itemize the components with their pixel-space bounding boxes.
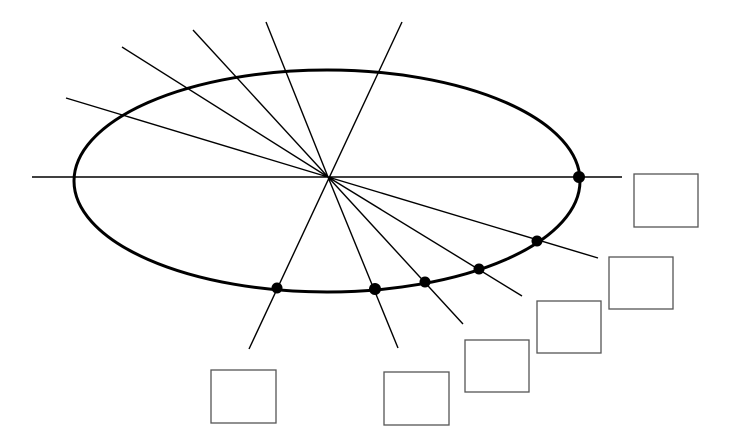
ray-upper-mid-left (192, 29, 329, 178)
label-box-lower-middle (383, 371, 450, 426)
ray-upper-near-vertical (265, 21, 329, 178)
point-lower-right-1 (531, 235, 543, 247)
ray-through-point-4 (327, 176, 523, 297)
point-lower-middle (369, 283, 381, 295)
label-box-axis-right (633, 173, 699, 228)
intersection-points (271, 171, 585, 295)
ray-through-point-2 (327, 176, 399, 349)
ray-upper-left (121, 46, 329, 178)
ray-through-lower-left-point (248, 21, 403, 350)
label-box-lower-right-3 (464, 339, 530, 393)
rays (65, 21, 599, 350)
label-box-lower-left (210, 369, 277, 424)
point-lower-right-3 (419, 276, 431, 288)
point-axis-right (573, 171, 585, 183)
ray-through-point-3 (327, 176, 464, 325)
label-boxes (210, 173, 699, 426)
ray-upper-far-left (65, 97, 329, 178)
point-lower-left (271, 282, 283, 294)
point-lower-right-2 (473, 263, 485, 275)
label-box-lower-right-2 (536, 300, 602, 354)
ray-through-point-5 (327, 176, 599, 259)
label-box-lower-right-1 (608, 256, 674, 310)
